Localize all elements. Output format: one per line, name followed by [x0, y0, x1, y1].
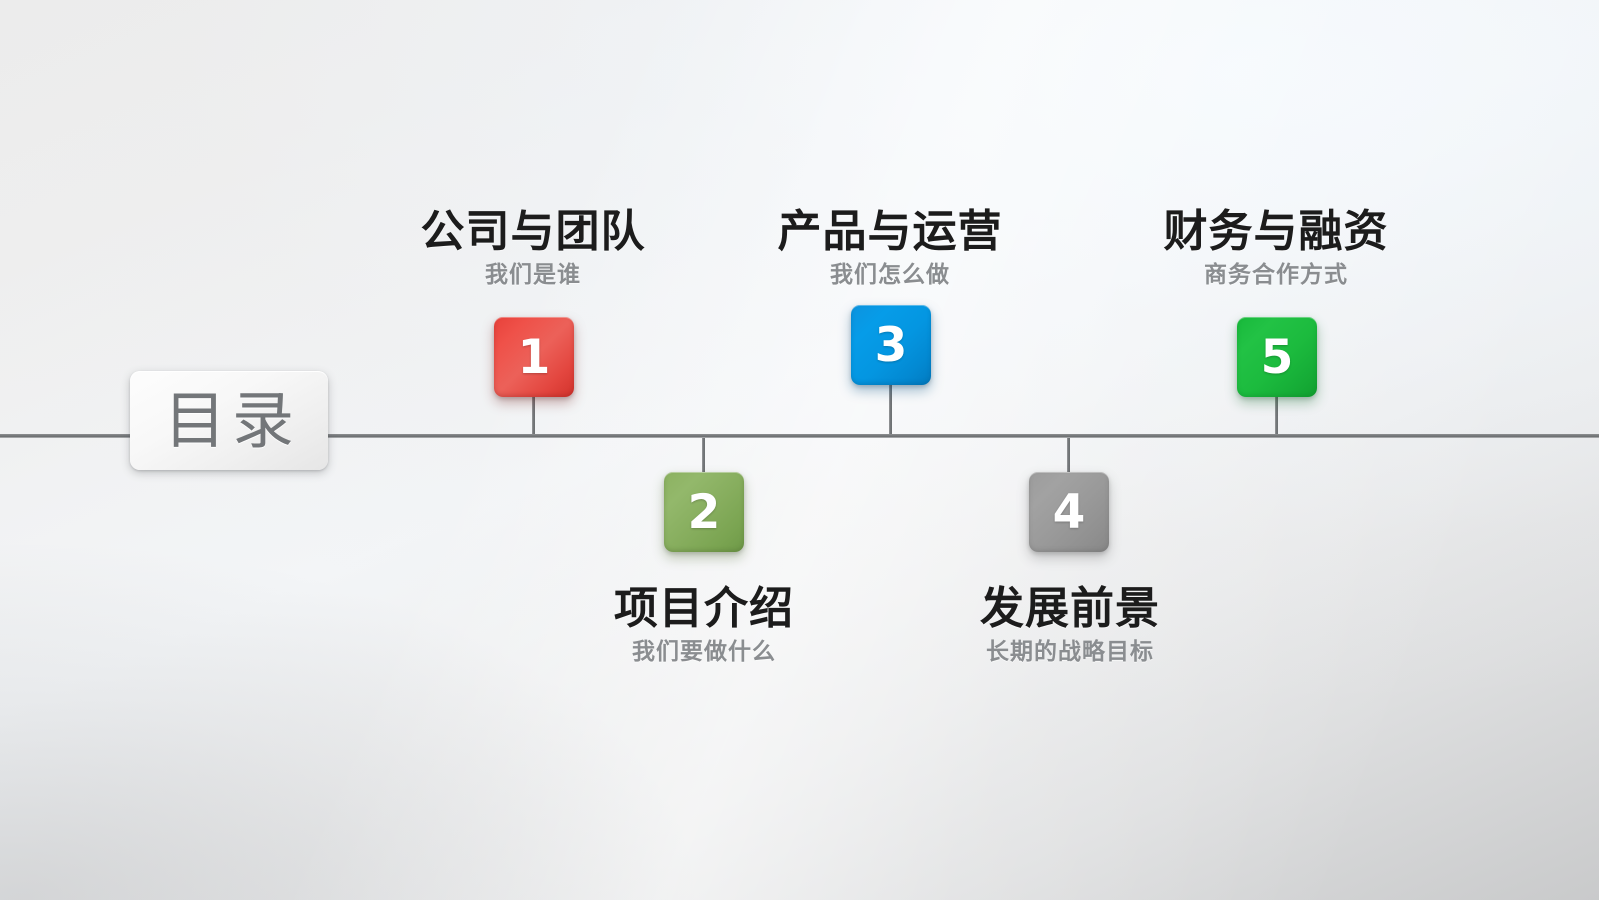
chip-number-2: 2 — [687, 484, 721, 540]
timeline-chip-2[interactable]: 2 — [664, 472, 744, 552]
timeline-chip-3[interactable]: 3 — [851, 305, 931, 385]
toc-plaque: 目录 — [130, 371, 328, 470]
item-subtitle-4: 长期的战略目标 — [986, 638, 1154, 665]
item-subtitle-2: 我们要做什么 — [632, 638, 776, 665]
item-title-2: 项目介绍 — [614, 583, 794, 634]
chip-number-5: 5 — [1260, 329, 1294, 385]
item-subtitle-5: 商务合作方式 — [1204, 261, 1348, 288]
item-text-5: 财务与融资 商务合作方式 — [1066, 208, 1486, 288]
item-title-1: 公司与团队 — [420, 206, 646, 257]
item-text-4: 发展前景 长期的战略目标 — [860, 585, 1280, 665]
connector-stem-1 — [532, 396, 535, 438]
item-text-3: 产品与运营 我们怎么做 — [680, 208, 1100, 288]
connector-stem-2 — [702, 436, 705, 476]
timeline-axis — [0, 434, 1599, 438]
item-title-3: 产品与运营 — [777, 206, 1003, 257]
connector-stem-3 — [889, 384, 892, 438]
item-text-2: 项目介绍 我们要做什么 — [494, 585, 914, 665]
timeline-chip-4[interactable]: 4 — [1029, 472, 1109, 552]
item-title-4: 发展前景 — [980, 583, 1160, 634]
item-text-1: 公司与团队 我们是谁 — [323, 208, 743, 288]
toc-plaque-label: 目录 — [163, 383, 300, 457]
chip-number-1: 1 — [517, 329, 551, 385]
item-subtitle-1: 我们是谁 — [485, 261, 581, 288]
chip-number-4: 4 — [1052, 484, 1086, 540]
connector-stem-4 — [1067, 436, 1070, 476]
item-subtitle-3: 我们怎么做 — [830, 261, 950, 288]
connector-stem-5 — [1275, 396, 1278, 438]
timeline-chip-5[interactable]: 5 — [1237, 317, 1317, 397]
chip-number-3: 3 — [874, 317, 908, 373]
item-title-5: 财务与融资 — [1163, 206, 1389, 257]
timeline-chip-1[interactable]: 1 — [494, 317, 574, 397]
